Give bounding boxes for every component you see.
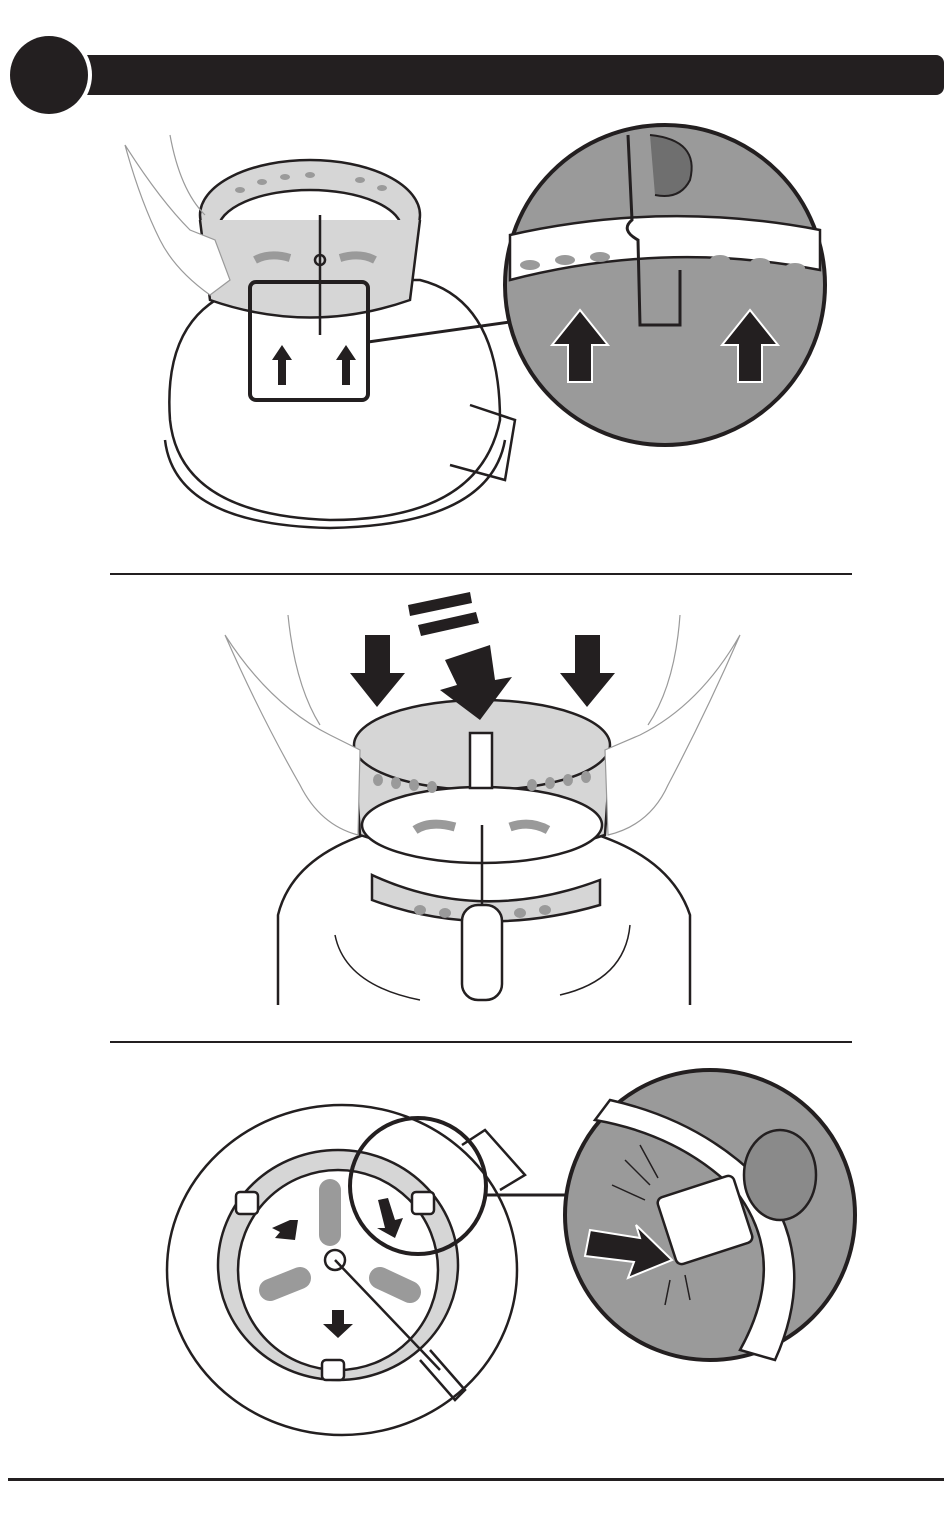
figure-3-illustration — [0, 1060, 950, 1460]
section-divider — [110, 573, 852, 575]
arrow-down-icon — [560, 635, 615, 707]
step-badge — [6, 32, 92, 118]
arrow-down-icon — [350, 635, 405, 707]
figure-2-illustration — [0, 585, 950, 1015]
figure-1-illustration — [0, 120, 950, 540]
step-number — [10, 36, 88, 114]
footer-rule — [8, 1478, 944, 1481]
step-header-bar — [40, 55, 944, 95]
section-divider — [110, 1041, 852, 1043]
